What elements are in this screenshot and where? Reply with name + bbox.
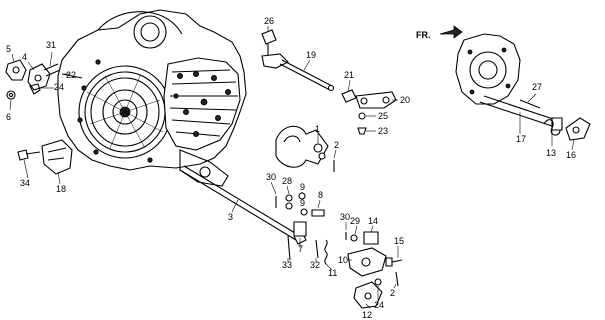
clip-24b xyxy=(374,278,382,286)
part-label: 4 xyxy=(22,52,27,62)
rod-22 xyxy=(61,73,83,79)
transmission-housing xyxy=(57,9,247,187)
part-label: 24 xyxy=(54,82,64,92)
bolt-2a xyxy=(318,152,326,160)
part-label: 16 xyxy=(566,150,576,160)
part-label: 14 xyxy=(368,216,378,226)
part-label: 32 xyxy=(310,260,320,270)
washer-29 xyxy=(350,234,358,242)
part-label: 9 xyxy=(300,198,305,208)
pin-32 xyxy=(315,239,319,259)
front-indicator xyxy=(439,25,463,39)
part-label: 13 xyxy=(546,148,556,158)
bushing-14 xyxy=(363,231,379,245)
part-label: 2 xyxy=(334,140,339,150)
sleeve-7 xyxy=(293,221,307,237)
part-label: 3 xyxy=(228,212,233,222)
part-label: 33 xyxy=(282,260,292,270)
pin-21 xyxy=(341,89,357,103)
pin-33 xyxy=(287,235,291,261)
spring-11 xyxy=(324,239,328,265)
washer-9b xyxy=(300,208,308,216)
lever-10-group xyxy=(345,231,403,309)
washer-25 xyxy=(358,112,366,120)
part-label: 20 xyxy=(400,95,410,105)
part-label: 12 xyxy=(362,310,372,320)
part-label: 26 xyxy=(264,16,274,26)
rod-assembly-19 xyxy=(261,29,335,92)
lever-20-group xyxy=(341,89,397,135)
lever-10 xyxy=(347,247,387,277)
part-label: 15 xyxy=(394,236,404,246)
linkage-4 xyxy=(27,63,51,91)
part-label: 30 xyxy=(266,172,276,182)
part-label: 11 xyxy=(328,268,337,278)
rod-19 xyxy=(279,63,331,91)
part-label: 9 xyxy=(300,182,305,192)
part-label: 30 xyxy=(340,212,350,222)
front-arrow-icon xyxy=(439,25,463,39)
shaft-17 xyxy=(479,101,553,127)
bracket-5 xyxy=(5,59,27,81)
leader-lines xyxy=(9,26,575,309)
part-label: 27 xyxy=(532,82,542,92)
washer-28 xyxy=(285,194,293,202)
shift-fork-1 xyxy=(275,125,335,172)
part-label: 31 xyxy=(46,40,56,50)
part-label: 34 xyxy=(20,178,30,188)
callout-labels: FR. 5 4 31 22 24 6 34 18 3 26 19 21 20 2… xyxy=(6,16,576,320)
clip-26 xyxy=(261,29,277,45)
housing-bolts xyxy=(77,59,231,163)
part-label: 1 xyxy=(315,124,320,134)
part-label: 2 xyxy=(390,288,395,298)
part-label: 10 xyxy=(338,255,348,265)
clip-24 xyxy=(29,83,41,95)
front-marker-label: FR. xyxy=(416,30,431,40)
part-label: 5 xyxy=(6,44,11,54)
bolt-23 xyxy=(357,127,367,135)
bolt-15 xyxy=(391,259,403,263)
left-bracket-group xyxy=(5,59,83,175)
spring-13 xyxy=(543,119,561,136)
bolt-8 xyxy=(311,209,325,217)
lever-20 xyxy=(355,91,397,109)
part-label: 17 xyxy=(516,134,526,144)
fastener-group xyxy=(275,192,328,265)
pin-31 xyxy=(43,63,59,71)
part-label: 18 xyxy=(56,184,66,194)
part-label: 6 xyxy=(6,112,11,122)
part-label: 8 xyxy=(318,190,323,200)
part-label: 29 xyxy=(350,216,360,226)
bracket-18 xyxy=(41,139,73,175)
lever-12 xyxy=(353,281,383,309)
part-label: 28 xyxy=(282,176,292,186)
part-label: 22 xyxy=(66,70,76,80)
housing-inset xyxy=(455,33,591,141)
lever-16 xyxy=(565,117,591,141)
part-label: 7 xyxy=(298,244,303,254)
flywheel xyxy=(78,65,172,159)
pin-2b xyxy=(395,271,399,287)
bolt-34 xyxy=(17,149,29,161)
pin-27 xyxy=(519,99,541,109)
washer-6 xyxy=(6,90,16,100)
part-label: 23 xyxy=(378,126,388,136)
part-label: 21 xyxy=(344,70,354,80)
part-label: 24 xyxy=(374,300,384,310)
part-label: 25 xyxy=(378,111,388,121)
part-label: 19 xyxy=(306,50,316,60)
